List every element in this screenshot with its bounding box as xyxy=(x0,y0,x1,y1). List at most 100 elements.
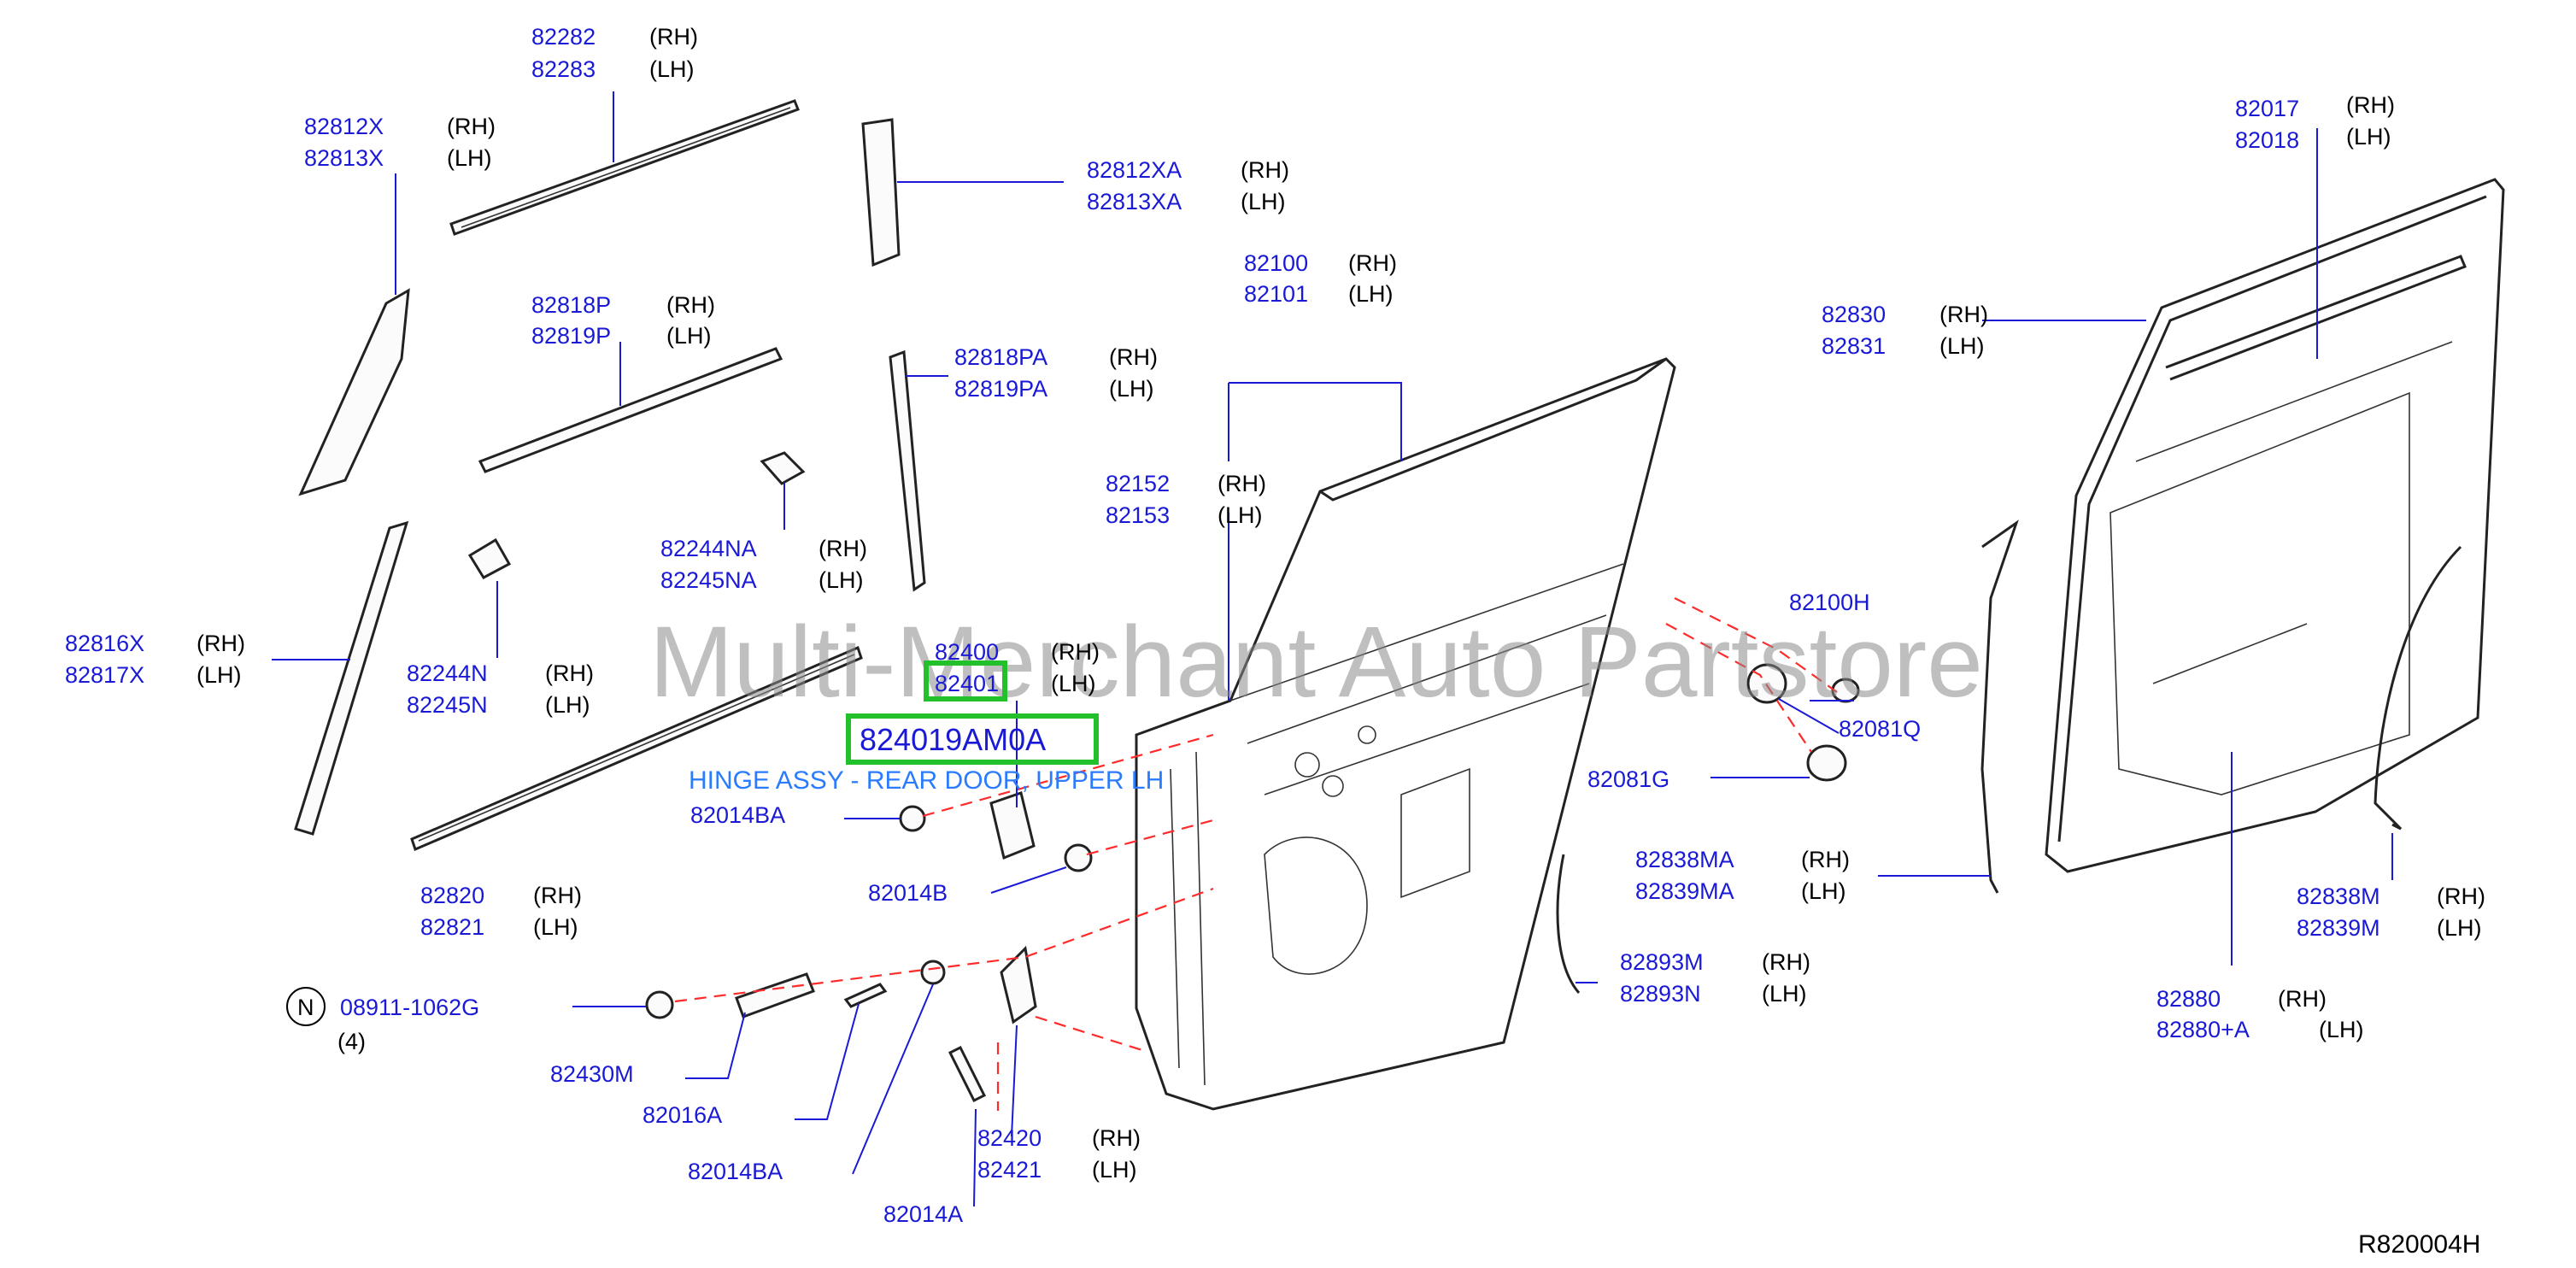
side-indicator: (LH) xyxy=(1218,502,1263,528)
sash-moulding-a-part xyxy=(889,349,926,592)
part-number-label[interactable]: 82813XA xyxy=(1087,189,1182,214)
side-indicator: (LH) xyxy=(1801,878,1846,904)
sash-moulding-part xyxy=(478,347,783,473)
side-indicator: (RH) xyxy=(819,536,867,561)
highlighted-part-number[interactable]: 824019AM0A xyxy=(860,722,1046,757)
part-number-label[interactable]: 82420 xyxy=(977,1125,1042,1151)
part-number-label[interactable]: 82838MA xyxy=(1635,847,1734,872)
diagram-reference-code: R820004H xyxy=(2358,1230,2480,1259)
part-number-label[interactable]: 82813X xyxy=(304,145,384,171)
part-number-label[interactable]: 82244NA xyxy=(660,536,757,561)
outer-weatherstrip-part xyxy=(2374,545,2462,831)
side-indicator: (LH) xyxy=(1241,189,1286,214)
part-number-label[interactable]: 82818PA xyxy=(954,344,1047,370)
side-indicator: (LH) xyxy=(533,914,578,940)
part-number-label[interactable]: 82817X xyxy=(65,662,144,688)
part-number-label[interactable]: 82244N xyxy=(407,660,488,686)
part-number-label[interactable]: 82016A xyxy=(643,1102,722,1128)
part-number-label[interactable]: 82820 xyxy=(420,883,484,908)
side-indicator: (RH) xyxy=(1218,471,1266,496)
side-indicator: (RH) xyxy=(1241,157,1289,183)
part-number-label[interactable]: 82100 xyxy=(1244,250,1308,276)
part-number-label[interactable]: 82812X xyxy=(304,114,384,139)
lower-moulding-part xyxy=(410,645,863,852)
side-indicator: (LH) xyxy=(819,567,864,593)
part-number-label[interactable]: 82880+A xyxy=(2156,1017,2250,1042)
part-number-label[interactable]: 82893M xyxy=(1620,949,1704,975)
rear-door-shell-part xyxy=(1135,357,1676,1111)
nut-08911-part xyxy=(645,990,674,1019)
part-number-label[interactable]: 82101 xyxy=(1244,281,1308,307)
circled-n-symbol xyxy=(286,987,326,1026)
side-indicator: (LH) xyxy=(1939,333,1985,359)
side-indicator: (LH) xyxy=(197,662,242,688)
side-indicator: (RH) xyxy=(2278,986,2327,1012)
highlight-box xyxy=(846,713,1099,765)
nut-82014ba-lower-part xyxy=(920,960,946,985)
part-number-label[interactable]: 82014B xyxy=(868,880,948,906)
grommet-82081g-part xyxy=(1806,744,1847,782)
part-number-label[interactable]: 82014BA xyxy=(688,1159,783,1184)
assembly-guide-lines xyxy=(674,597,1838,1111)
part-number-label[interactable]: 08911-1062G xyxy=(340,995,479,1020)
side-indicator: (RH) xyxy=(1762,949,1810,975)
side-indicator: (RH) xyxy=(533,883,582,908)
part-number-label[interactable]: 82282 xyxy=(531,24,596,50)
part-number-label[interactable]: 82430M xyxy=(550,1061,634,1087)
pillar-cover-a-part xyxy=(861,118,901,267)
part-number-label[interactable]: 82880 xyxy=(2156,986,2221,1012)
part-number-label[interactable]: 82816X xyxy=(65,631,144,656)
part-number-label[interactable]: 82081Q xyxy=(1839,716,1921,742)
side-indicator: (RH) xyxy=(1092,1125,1141,1151)
lower-hinge-part xyxy=(1000,945,1037,1024)
part-number-label[interactable]: 82839MA xyxy=(1635,878,1734,904)
side-indicator: (RH) xyxy=(649,24,698,50)
side-indicator: (RH) xyxy=(1939,302,1988,327)
part-number-label[interactable]: 82818P xyxy=(531,292,611,318)
part-number-label[interactable]: 82014BA xyxy=(690,802,785,828)
part-number-label[interactable]: 82245NA xyxy=(660,567,757,593)
upper-hinge-part xyxy=(989,791,1036,860)
side-indicator: (RH) xyxy=(447,114,496,139)
part-number-label[interactable]: 82081G xyxy=(1587,766,1669,792)
part-number-label[interactable]: 82018 xyxy=(2235,127,2299,153)
leader-lines xyxy=(272,91,2393,1207)
part-number-label[interactable]: 82421 xyxy=(977,1157,1042,1183)
door-check-link-part xyxy=(735,972,815,1019)
side-indicator: (LH) xyxy=(1348,281,1394,307)
part-number-label[interactable]: 82401 xyxy=(935,671,999,696)
side-indicator: (LH) xyxy=(1051,671,1096,696)
side-indicator: (LH) xyxy=(2319,1017,2364,1042)
side-indicator: (RH) xyxy=(545,660,594,686)
part-number-label[interactable]: 82153 xyxy=(1106,502,1170,528)
part-number-label[interactable]: 82831 xyxy=(1822,333,1886,359)
part-number-label[interactable]: 82014A xyxy=(883,1201,963,1227)
part-number-label[interactable]: 82812XA xyxy=(1087,157,1182,183)
watermark-text: Multi-Merchant Auto Partstore xyxy=(649,606,1983,719)
part-number-label[interactable]: 82830 xyxy=(1822,302,1886,327)
pillar-cover-part xyxy=(298,288,410,496)
nut-82014b-part xyxy=(1064,843,1093,872)
side-indicator: (LH) xyxy=(1109,376,1154,402)
part-number-label[interactable]: 82017 xyxy=(2235,96,2299,121)
moulding-clip-na-part xyxy=(760,451,806,485)
side-indicator: (RH) xyxy=(2437,883,2485,909)
part-number-label[interactable]: 82283 xyxy=(531,56,596,82)
part-number-label[interactable]: 82838M xyxy=(2297,883,2380,909)
part-number-label[interactable]: 82100H xyxy=(1789,590,1870,615)
part-number-label[interactable]: 82152 xyxy=(1106,471,1170,496)
quantity-note: (4) xyxy=(337,1029,366,1054)
side-indicator: (RH) xyxy=(666,292,715,318)
part-number-label[interactable]: 82821 xyxy=(420,914,484,940)
side-indicator: (LH) xyxy=(2346,124,2391,150)
side-indicator: (LH) xyxy=(2437,915,2482,941)
part-number-label[interactable]: 82819PA xyxy=(954,376,1047,402)
side-indicator: (RH) xyxy=(1348,250,1397,276)
part-number-label[interactable]: 82893N xyxy=(1620,981,1701,1007)
side-indicator: (LH) xyxy=(666,323,712,349)
part-number-label[interactable]: 82839M xyxy=(2297,915,2380,941)
part-number-label[interactable]: 82819P xyxy=(531,323,611,349)
part-number-label[interactable]: 82245N xyxy=(407,692,488,718)
